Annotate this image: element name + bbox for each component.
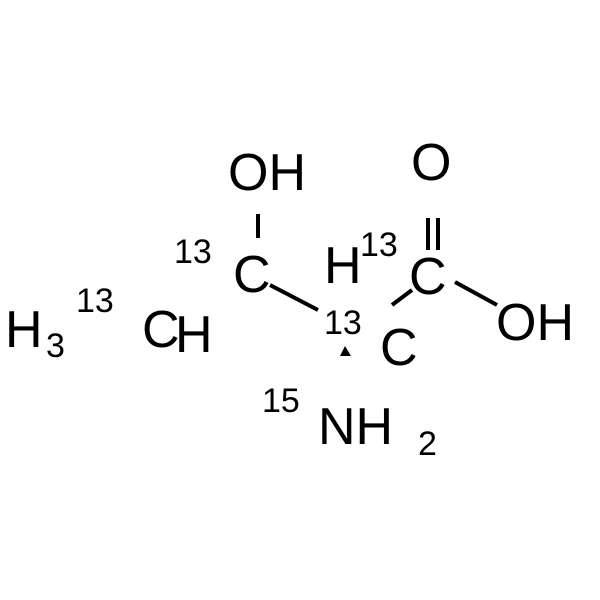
bond-c3-c2	[269, 283, 319, 312]
c2-isotope-label: 13	[324, 304, 362, 342]
amine-nh-label: NH	[318, 398, 393, 456]
wedge-bond-c2-n	[340, 346, 351, 356]
h-c2-label: H	[324, 237, 362, 295]
methyl-isotope-label: 13	[76, 282, 114, 320]
n-isotope-label: 15	[262, 382, 300, 420]
acid-oh-label: OH	[496, 294, 574, 352]
bond-c1-oh	[454, 280, 498, 307]
amine-nh-subscript: 2	[418, 425, 437, 463]
methyl-h-label: H	[5, 301, 43, 359]
bond-c2-c1	[390, 288, 414, 307]
methyl-h-overlap-label: H	[175, 306, 213, 364]
oh-top-label: OH	[228, 144, 306, 202]
c2-label: C	[380, 319, 418, 377]
carbonyl-o-label: O	[411, 134, 451, 192]
c1-isotope-label: 13	[360, 226, 398, 264]
c1-label: C	[409, 248, 447, 306]
methyl-c-label: C	[142, 301, 180, 359]
c3-isotope-label: 13	[174, 233, 212, 271]
methyl-h-subscript: 3	[46, 327, 65, 365]
c3-label: C	[233, 246, 271, 304]
